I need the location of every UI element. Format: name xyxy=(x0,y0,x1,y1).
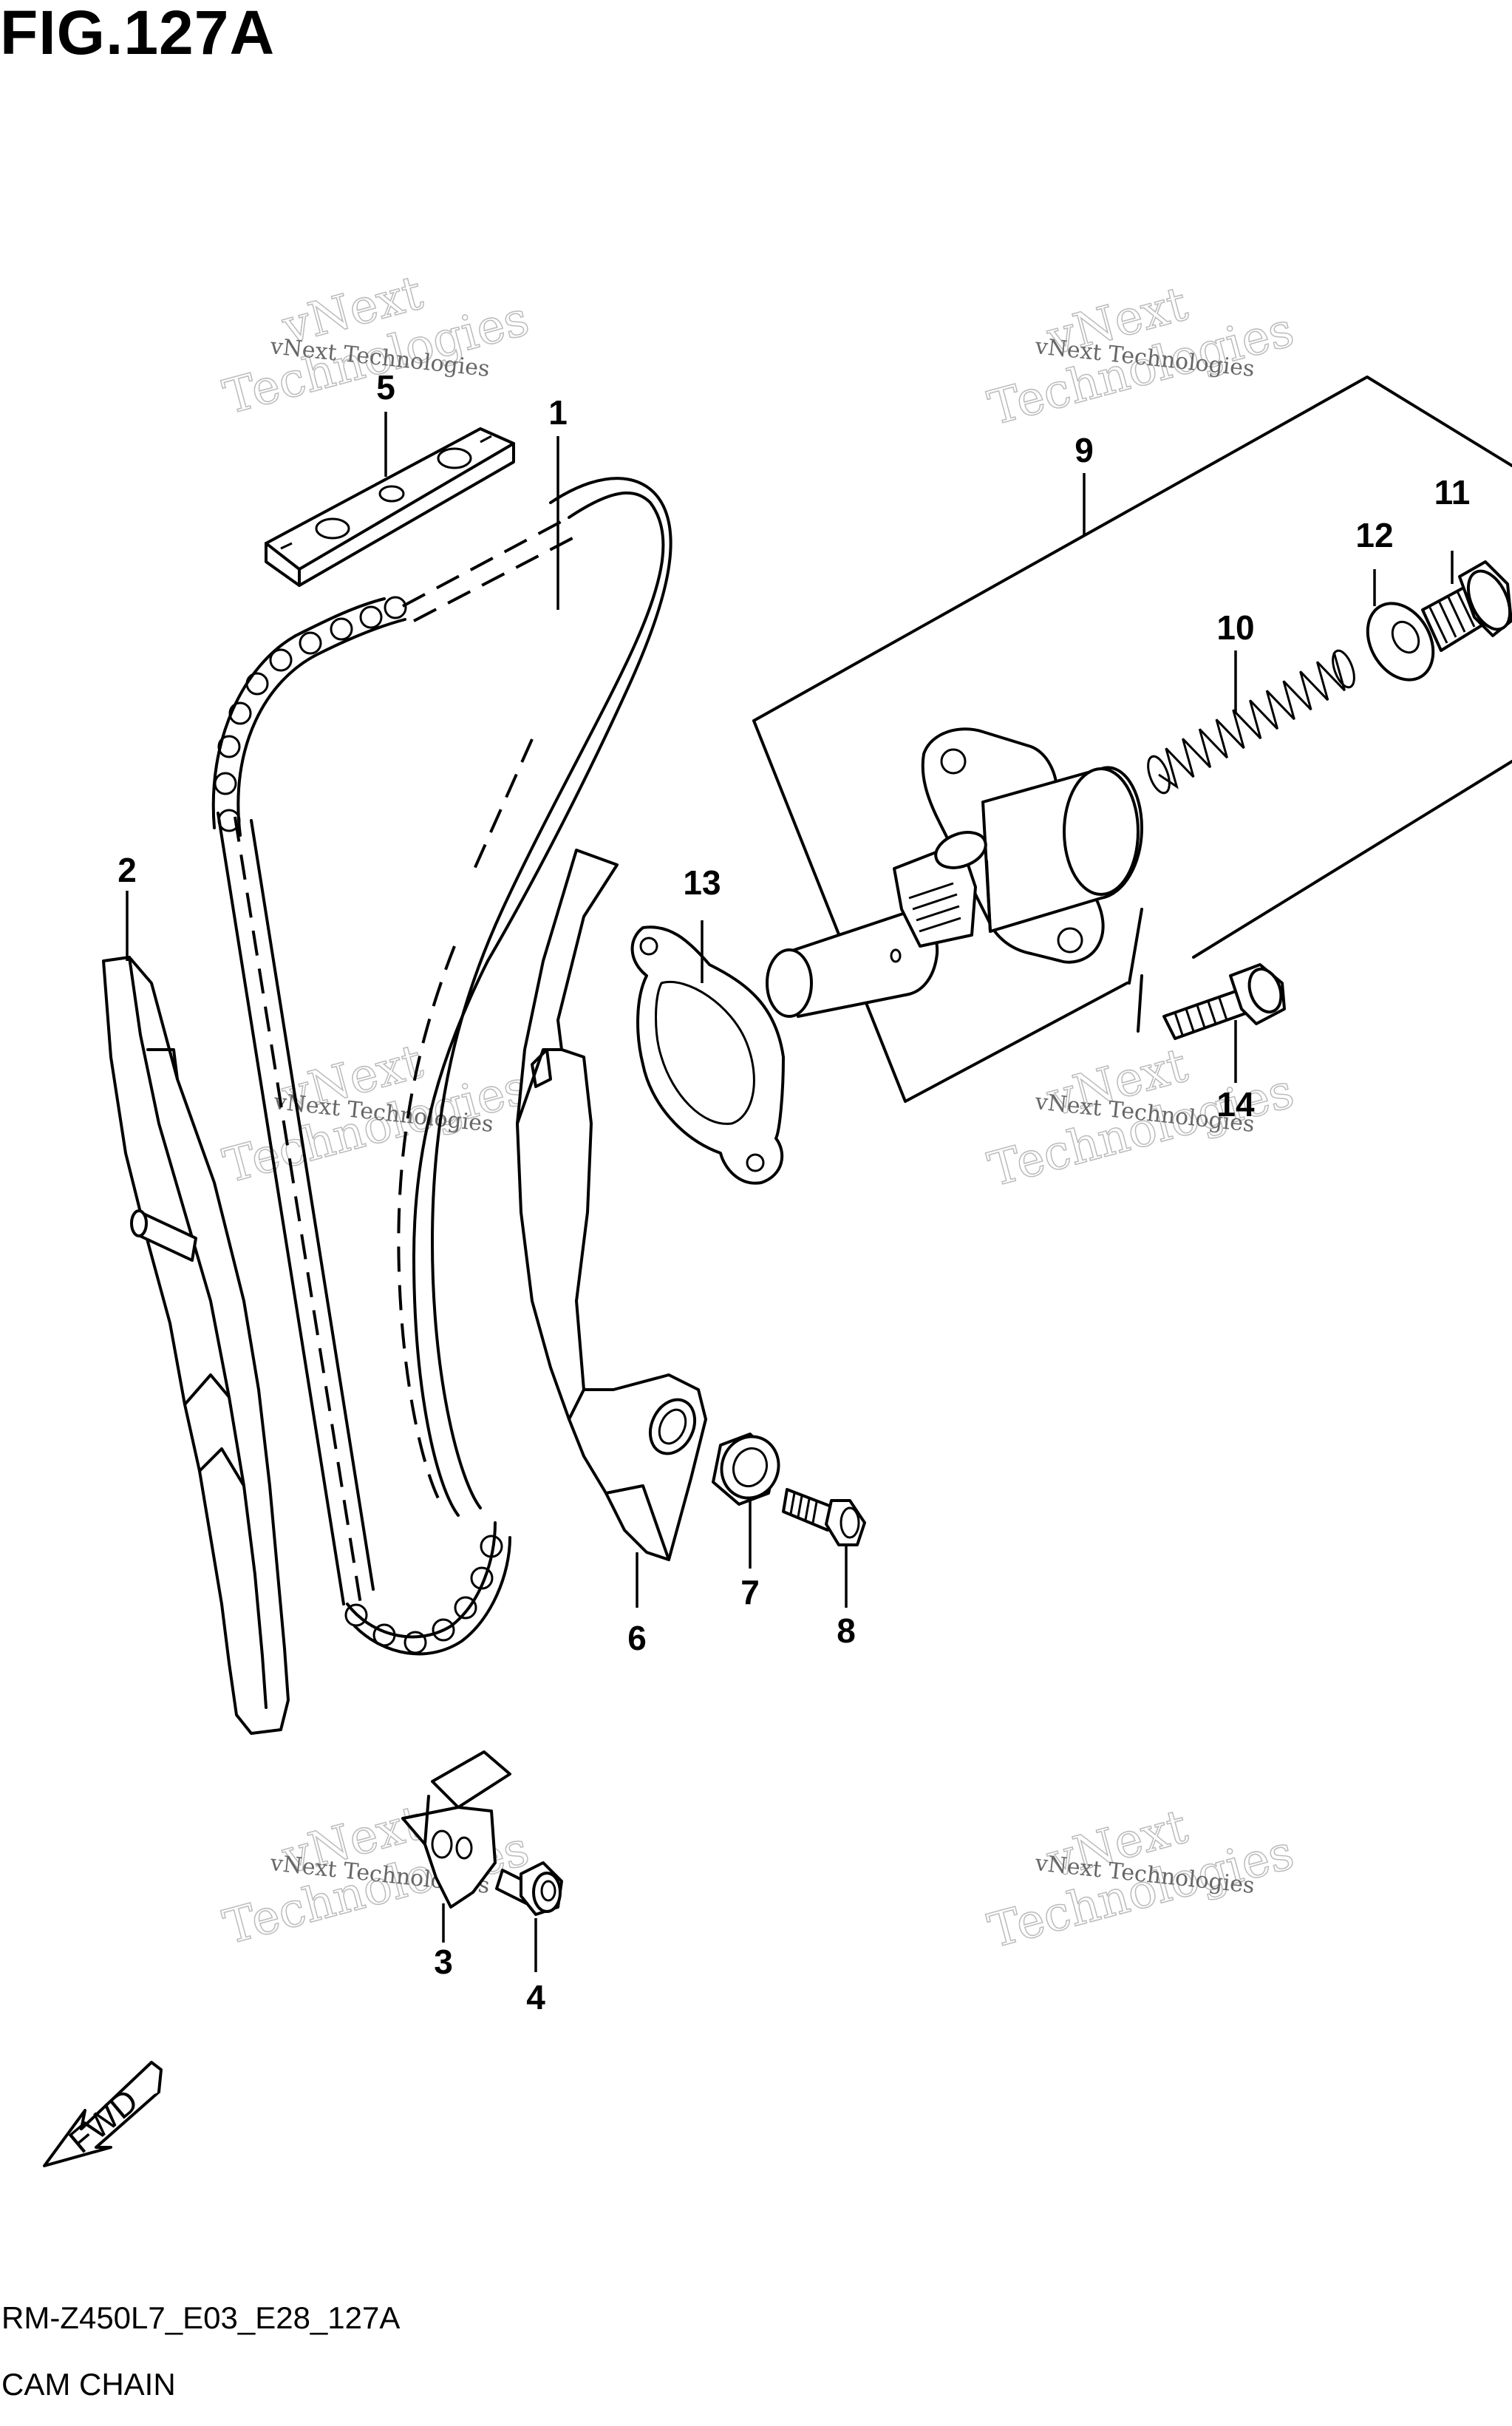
part-6-tensioner-arm xyxy=(516,849,707,1561)
part-13-gasket xyxy=(630,925,785,1185)
callout-13: 13 xyxy=(683,863,721,902)
leader-lines xyxy=(126,412,1454,1972)
part-1-cam-chain xyxy=(211,477,672,1656)
part-3-bracket xyxy=(401,1750,511,1909)
part-2-chain-guide xyxy=(102,956,290,1735)
part-8-bolt xyxy=(782,1488,866,1546)
callout-3: 3 xyxy=(434,1943,453,1981)
callout-7: 7 xyxy=(740,1573,760,1611)
chain-links-bottom xyxy=(344,1535,503,1654)
chain-links-top xyxy=(214,596,407,832)
watermark-bottom-right: Technologies vNext vNext Technologies xyxy=(982,1799,1300,1960)
callout-12: 12 xyxy=(1355,516,1393,554)
callout-4: 4 xyxy=(526,1978,545,2016)
callout-8: 8 xyxy=(837,1611,856,1650)
fwd-arrow: FWD xyxy=(43,2061,163,2167)
callout-11: 11 xyxy=(1434,473,1471,512)
part-5-guide-plate xyxy=(265,427,515,587)
callout-6: 6 xyxy=(627,1619,647,1657)
watermark-top-right: Technologies vNext vNext Technologies xyxy=(982,276,1300,438)
part-4-flange-bolt xyxy=(495,1861,563,1916)
figure-title: FIG.127A xyxy=(0,0,276,67)
part-7-bushing xyxy=(712,1433,780,1506)
callout-2: 2 xyxy=(118,851,137,889)
figure-name: CAM CHAIN xyxy=(1,2367,176,2402)
callout-10: 10 xyxy=(1216,608,1254,647)
part-11-cap-bolt xyxy=(1421,560,1512,652)
part-9-tensioner-body xyxy=(766,727,1143,1018)
part-10-spring xyxy=(1147,649,1355,795)
callout-9: 9 xyxy=(1075,431,1094,469)
figure-code: RM-Z450L7_E03_E28_127A xyxy=(1,2300,401,2335)
callout-5: 5 xyxy=(376,368,395,407)
part-14-bolt xyxy=(1162,963,1286,1040)
callout-1: 1 xyxy=(548,393,568,432)
callout-14: 14 xyxy=(1216,1085,1255,1124)
callout-labels: 1 2 3 4 5 6 7 8 9 10 11 12 13 14 xyxy=(118,368,1470,2016)
part-12-washer xyxy=(1366,602,1435,682)
part-9-assembly-box xyxy=(752,376,1512,1103)
